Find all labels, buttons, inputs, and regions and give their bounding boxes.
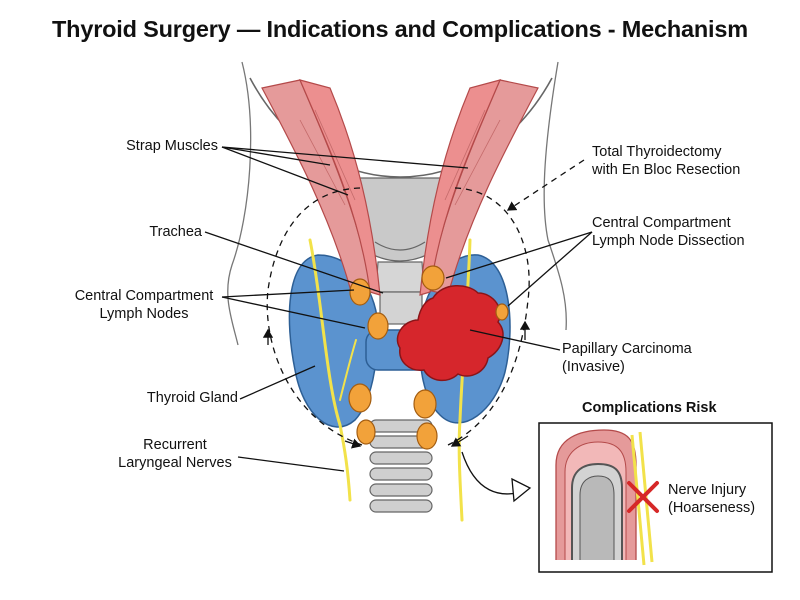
label-node-dissection: Central Compartment Lymph Node Dissectio… xyxy=(592,214,745,250)
label-strap-muscles: Strap Muscles xyxy=(126,138,218,154)
label-trachea: Trachea xyxy=(149,224,202,240)
label-central-nodes-line1: Central Compartment xyxy=(74,288,214,304)
central-compartment-lymph-nodes xyxy=(348,265,509,450)
inset-title: Complications Risk xyxy=(582,400,717,416)
label-recurrent-line1: Recurrent xyxy=(143,437,207,453)
label-node-dissection-line1: Central Compartment xyxy=(592,215,731,231)
label-carcinoma-line2: (Invasive) xyxy=(562,359,625,375)
neck-outline-left xyxy=(227,61,252,346)
label-central-nodes: Central Compartment Lymph Nodes xyxy=(64,287,224,323)
label-nerve-injury-line2: (Hoarseness) xyxy=(668,500,756,516)
label-thyroid-gland: Thyroid Gland xyxy=(146,390,238,406)
label-total-thyroidectomy: Total Thyroidectomy with En Bloc Resecti… xyxy=(592,143,740,179)
resection-boundary xyxy=(266,187,530,446)
label-nerve-injury: Nerve Injury (Hoarseness) xyxy=(668,481,755,517)
label-node-dissection-line2: Lymph Node Dissection xyxy=(592,233,745,249)
label-papillary-carcinoma: Papillary Carcinoma (Invasive) xyxy=(562,340,692,376)
label-recurrent-nerves: Recurrent Laryngeal Nerves xyxy=(110,436,240,472)
diagram-title: Thyroid Surgery — Indications and Compli… xyxy=(52,16,748,42)
label-central-nodes-line2: Lymph Nodes xyxy=(99,306,189,322)
label-recurrent-line2: Laryngeal Nerves xyxy=(118,455,232,471)
label-total-thyroidectomy-line1: Total Thyroidectomy xyxy=(592,144,722,160)
neck-outline-right xyxy=(543,61,567,331)
papillary-carcinoma xyxy=(396,285,504,382)
complications-inset xyxy=(538,422,773,573)
leader-lines xyxy=(204,146,593,472)
label-nerve-injury-line1: Nerve Injury xyxy=(668,482,747,498)
nerve-injury-mark xyxy=(627,481,659,513)
trachea xyxy=(354,177,446,513)
label-carcinoma-line1: Papillary Carcinoma xyxy=(562,341,692,357)
label-total-thyroidectomy-line2: with En Bloc Resection xyxy=(592,162,741,178)
total-thyroidectomy-pointer xyxy=(506,159,585,211)
